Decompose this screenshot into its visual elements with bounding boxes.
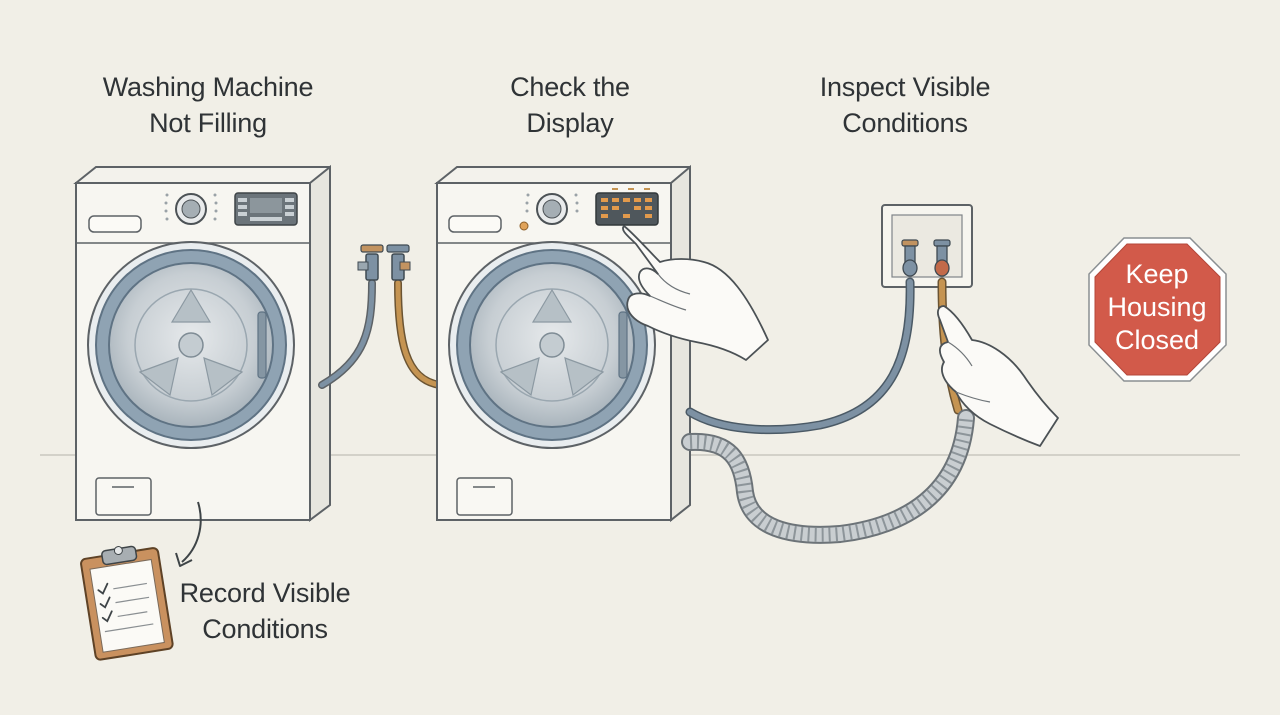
drain-hose (681, 409, 975, 544)
stop-sign-line-1: Keep (1125, 259, 1189, 289)
detergent-drawer (88, 215, 142, 233)
clipboard-icon (80, 545, 174, 661)
step-2-label: Check the Display (480, 69, 660, 141)
stop-sign-line-2: Housing (1107, 292, 1207, 322)
arrow-to-clipboard-icon (175, 501, 202, 567)
display-panel-icon (234, 192, 298, 226)
cold-valve-icon (357, 244, 384, 281)
stop-sign-line-3: Closed (1114, 325, 1200, 355)
control-knob-icon (536, 193, 568, 225)
step-2-line-2: Display (526, 108, 614, 138)
wall-valve-box (881, 204, 973, 288)
door-2 (448, 241, 656, 449)
filter-door (95, 477, 152, 516)
step-3-line-2: Conditions (842, 108, 968, 138)
step-3-line-1: Inspect Visible (819, 72, 991, 102)
record-label: Record Visible Conditions (170, 575, 360, 647)
washing-machine-2 (434, 164, 691, 523)
hand-holding-hose-icon (937, 305, 1059, 447)
hand-pointing-display-icon (622, 225, 769, 361)
hot-valve-icon (933, 239, 951, 277)
record-line-1: Record Visible (179, 578, 351, 608)
step-2-line-1: Check the (510, 72, 630, 102)
step-3-label: Inspect Visible Conditions (795, 69, 1015, 141)
step-1-line-2: Not Filling (149, 108, 267, 138)
control-knob-icon (175, 193, 207, 225)
door-1 (87, 241, 295, 449)
hot-valve-icon (386, 244, 411, 281)
stop-sign-text: Keep Housing Closed (1097, 258, 1217, 357)
step-1-line-1: Washing Machine (102, 72, 314, 102)
step-1-label: Washing Machine Not Filling (88, 69, 328, 141)
hoses-machine-1 (318, 244, 444, 389)
washing-machine-1 (73, 164, 331, 522)
stop-sign-icon (1088, 237, 1227, 382)
display-panel-icon (595, 188, 659, 226)
cold-supply-hose (685, 277, 915, 435)
record-line-2: Conditions (202, 614, 328, 644)
cold-valve-icon (901, 239, 919, 277)
